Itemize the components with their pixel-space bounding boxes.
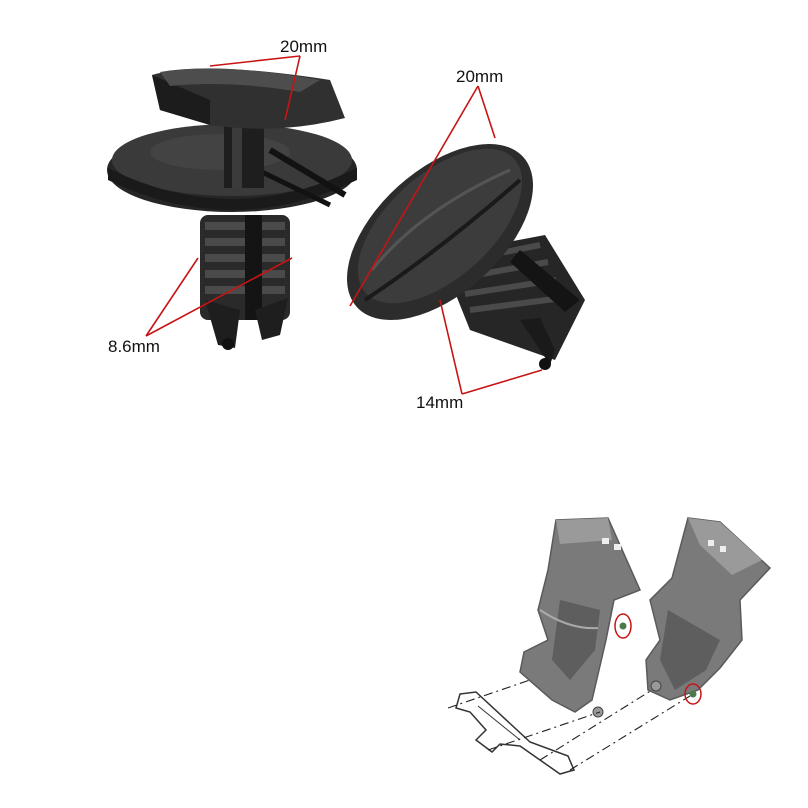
mounting-bracket: [455, 691, 576, 775]
assembly-diagram: [447, 517, 772, 775]
clip-left-head-dimension: 20mm: [280, 37, 327, 56]
clip-left: 20mm 8.6mm: [107, 37, 357, 356]
clip-left-dimension-lines: [145, 55, 301, 337]
clip-right: 20mm 14mm: [347, 67, 585, 412]
clip-location-highlight: [614, 613, 702, 705]
clip-right-length-dimension: 14mm: [416, 393, 463, 412]
clip-right-head-dimension: 20mm: [456, 67, 503, 86]
clip-left-shank-dimension: 8.6mm: [108, 337, 160, 356]
clip-right-dimension-lines: [349, 85, 543, 395]
clip-left-stem: [224, 118, 264, 188]
clip-left-shank: [200, 215, 290, 350]
assembly-alignment-lines: [447, 679, 691, 771]
